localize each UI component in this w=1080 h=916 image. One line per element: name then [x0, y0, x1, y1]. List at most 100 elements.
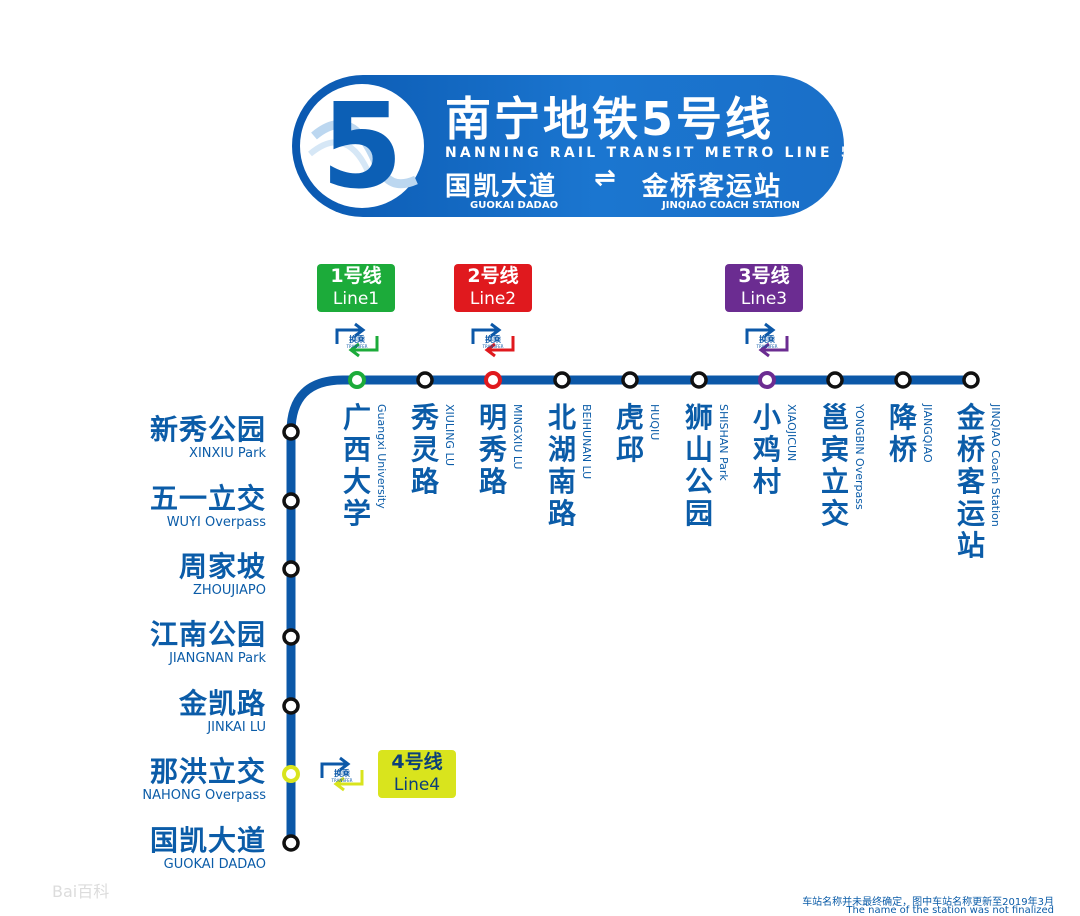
line1-label-en: Line1: [332, 289, 380, 309]
watermark: Bai百科: [52, 882, 110, 901]
transfer-line2-box: 2号线 Line2: [454, 264, 532, 312]
line4-label-cn: 4号线: [391, 751, 443, 773]
terminus-b-en: JINQIAO COACH STATION: [662, 200, 800, 211]
station-dot-h-5: [690, 371, 708, 389]
transfer-icon-line4-label-en: TRANSFER: [331, 778, 353, 783]
station-name-cn: 那洪立交: [149, 755, 266, 788]
line2-label-en: Line2: [469, 289, 517, 309]
station-name-en: JINQIAO Coach Station: [989, 404, 1002, 527]
footer-note-cn: 车站名称并未最终确定，图中车站名称更新至2019年3月: [802, 897, 1054, 908]
line2-label-cn: 2号线: [467, 265, 519, 287]
line-number-badge: 5: [300, 84, 424, 208]
station-name-en: XIULING LU: [443, 404, 456, 467]
station-dot-h-0: [348, 371, 366, 389]
terminus-a-cn: 国凯大道: [445, 172, 558, 202]
footer-note-en: The name of the station was not finalize…: [846, 905, 1054, 916]
terminus-a-en: GUOKAI DADAO: [470, 200, 559, 211]
transfer-icon-line2-label: 换乘: [485, 334, 501, 344]
station-name-cn: 国凯大道: [149, 824, 266, 857]
station-dot-v-1: [282, 492, 300, 510]
station-h-7: 邕宾立交 YONGBIN Overpass: [819, 402, 866, 530]
line1-label-cn: 1号线: [330, 265, 382, 287]
station-name-cn: 金桥客运站: [956, 401, 985, 562]
station-h-4: 虎邱 HUQIU: [614, 402, 661, 466]
station-name-en: JIANGNAN Park: [169, 651, 266, 666]
transfer-icon-line3-label-en: TRANSFER: [756, 344, 778, 349]
station-name-en: YONGBIN Overpass: [853, 404, 866, 510]
transfer-icon-line4-label: 换乘: [334, 768, 350, 778]
terminus-b-cn: 金桥客运站: [642, 172, 783, 202]
station-name-cn: 广西大学: [342, 401, 371, 530]
transfer-icon-line1-label: 换乘: [349, 334, 365, 344]
station-name-en: ZHOUJIAPO: [192, 583, 266, 598]
station-name-cn: 北湖南路: [547, 401, 576, 530]
transfer-icon-line1-label-en: TRANSFER: [346, 344, 368, 349]
line3-label-cn: 3号线: [738, 265, 790, 287]
station-name-en: SHISHAN Park: [717, 404, 730, 481]
station-name-en: XINXIU Park: [189, 446, 266, 461]
transfer-icon-line2-label-en: TRANSFER: [482, 344, 504, 349]
line-header-banner: 5 南宁地铁5号线 NANNING RAIL TRANSIT METRO LIN…: [292, 75, 844, 217]
station-name-en: JIANGQIAO: [921, 404, 934, 463]
station-name-en: XIAOJICUN: [785, 404, 798, 462]
station-dot-h-2: [484, 371, 502, 389]
station-name-cn: 降桥: [888, 401, 917, 466]
station-name-en: BEIHUNAN LU: [580, 404, 593, 480]
transfer-line4-box: 4号线 Line4: [378, 750, 456, 798]
line-number: 5: [320, 77, 404, 215]
station-name-cn: 虎邱: [615, 401, 644, 466]
station-dot-v-6: [282, 834, 300, 852]
station-dot-h-6: [758, 371, 776, 389]
line-title-cn: 南宁地铁5号线: [445, 92, 775, 146]
station-dot-v-0: [282, 423, 300, 441]
station-dot-h-3: [553, 371, 571, 389]
station-dot-v-2: [282, 560, 300, 578]
line3-label-en: Line3: [740, 289, 788, 309]
station-dot-h-9: [962, 371, 980, 389]
station-h-3: 北湖南路 BEIHUNAN LU: [546, 402, 593, 530]
station-name-cn: 新秀公园: [149, 413, 266, 446]
station-dot-h-1: [416, 371, 434, 389]
station-name-en: HUQIU: [648, 404, 661, 441]
station-dot-v-3: [282, 628, 300, 646]
station-name-cn: 小鸡村: [752, 401, 781, 498]
line4-label-en: Line4: [393, 775, 441, 795]
station-name-en: GUOKAI DADAO: [163, 857, 266, 872]
transfer-line1-box: 1号线 Line1: [317, 264, 395, 312]
station-h-6: 小鸡村 XIAOJICUN: [751, 402, 798, 498]
wave-logo-icon: [308, 120, 418, 189]
direction-arrows-icon: ⇌: [594, 163, 616, 193]
station-h-5: 狮山公园 SHISHAN Park: [683, 402, 730, 530]
line-title-en: NANNING RAIL TRANSIT METRO LINE 5: [445, 145, 844, 161]
station-name-en: MINGXIU LU: [511, 404, 524, 470]
station-name-cn: 明秀路: [478, 401, 507, 498]
station-name-en: JINKAI LU: [207, 720, 266, 735]
station-dot-h-4: [621, 371, 639, 389]
station-dot-v-4: [282, 697, 300, 715]
station-name-cn: 狮山公园: [684, 401, 713, 530]
station-h-2: 明秀路 MINGXIU LU: [477, 402, 524, 498]
station-name-cn: 邕宾立交: [820, 401, 849, 530]
station-dot-h-8: [894, 371, 912, 389]
station-dot-v-5: [282, 765, 300, 783]
transfer-icon-line3-label: 换乘: [759, 334, 775, 344]
station-name-en: NAHONG Overpass: [142, 788, 266, 803]
station-name-en: WUYI Overpass: [166, 515, 266, 530]
station-name-cn: 金凯路: [178, 687, 266, 720]
station-name-cn: 五一立交: [149, 482, 266, 515]
station-h-8: 降桥 JIANGQIAO: [887, 402, 934, 466]
